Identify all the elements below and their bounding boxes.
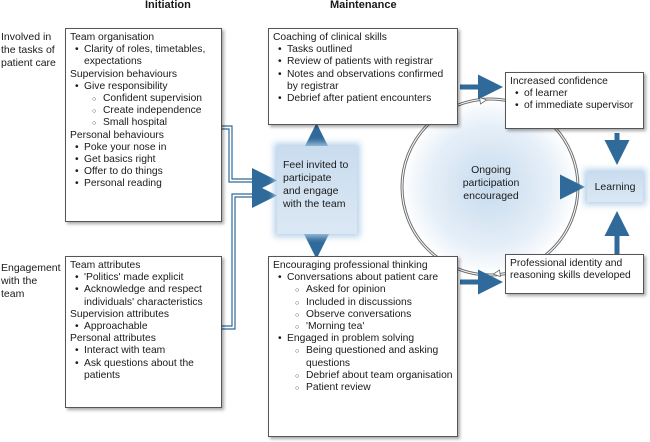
section-heading: Personal attributes <box>70 333 156 345</box>
list-item: Approachable <box>70 321 217 333</box>
list-item: of learner <box>510 88 639 100</box>
list-item: Give responsibility <box>70 81 217 93</box>
list-item: Debrief after patient encounters <box>273 93 453 105</box>
list-item: Offer to do things <box>70 166 217 178</box>
list-item: Get basics right <box>70 154 217 166</box>
list-item: Asked for opinion <box>273 284 453 297</box>
initiation-connectors <box>222 125 262 330</box>
box-professional-identity: Professional identity and reasoning skil… <box>505 254 644 294</box>
box-team-attributes: Team attributes'Politics' made explicitA… <box>65 256 222 408</box>
section-heading: Personal behaviours <box>70 129 164 141</box>
box-coaching-clinical-skills: Coaching of clinical skillsTasks outline… <box>268 28 458 125</box>
section-heading: Coaching of clinical skills <box>273 32 387 43</box>
list-item: Confident supervision <box>70 93 217 106</box>
feel-invited-node: Feel invited to participate and engage w… <box>277 146 357 234</box>
list-item: Poke your nose in <box>70 142 217 154</box>
label-engagement-with-team: Engagement with the team <box>1 262 61 300</box>
section-heading: Supervision behaviours <box>70 68 178 80</box>
section-heading: Encouraging professional thinking <box>273 260 428 271</box>
box-increased-confidence: Increased confidenceof learnerof immedia… <box>505 72 644 129</box>
box-professional-thinking: Encouraging professional thinkingConvers… <box>268 256 458 437</box>
list-item: Patient review <box>273 382 453 395</box>
list-item: Create independence <box>70 105 217 118</box>
list-item: Interact with team <box>70 345 217 357</box>
section-heading: Professional identity and reasoning skil… <box>510 258 631 282</box>
list-item: Ask questions about the patients <box>70 358 217 382</box>
section-heading: Supervision attributes <box>70 308 170 320</box>
list-item: Being questioned and asking questions <box>273 345 453 369</box>
label-tasks-of-patient-care: Involved in the tasks of patient care <box>1 31 56 69</box>
header-initiation: Initiation <box>145 0 191 11</box>
list-item: Notes and observations confirmed by regi… <box>273 69 453 93</box>
list-item: Clarity of roles, timetables, expectatio… <box>70 44 217 68</box>
list-item: 'Morning tea' <box>273 321 453 334</box>
list-item: Acknowledge and respect individuals' cha… <box>70 284 217 308</box>
header-maintenance: Maintenance <box>330 0 397 11</box>
list-item: of immediate supervisor <box>510 100 639 112</box>
section-heading: Increased confidence <box>510 76 608 87</box>
list-item: Engaged in problem solving <box>273 333 453 345</box>
list-item: Tasks outlined <box>273 44 453 56</box>
list-item: Review of patients with registrar <box>273 56 453 68</box>
learning-node: Learning <box>587 172 643 202</box>
box-team-organisation: Team organisationClarity of roles, timet… <box>65 28 222 222</box>
list-item: Observe conversations <box>273 309 453 322</box>
list-item: Personal reading <box>70 178 217 190</box>
list-item: Debrief about team organisation <box>273 370 453 383</box>
list-item: Included in discussions <box>273 297 453 310</box>
ongoing-participation-text: Ongoing participation encouraged <box>462 164 520 202</box>
section-heading: Team attributes <box>70 260 141 271</box>
list-item: Small hospital <box>70 117 217 130</box>
list-item: 'Politics' made explicit <box>70 272 217 284</box>
section-heading: Team organisation <box>70 32 155 43</box>
list-item: Conversations about patient care <box>273 272 453 284</box>
